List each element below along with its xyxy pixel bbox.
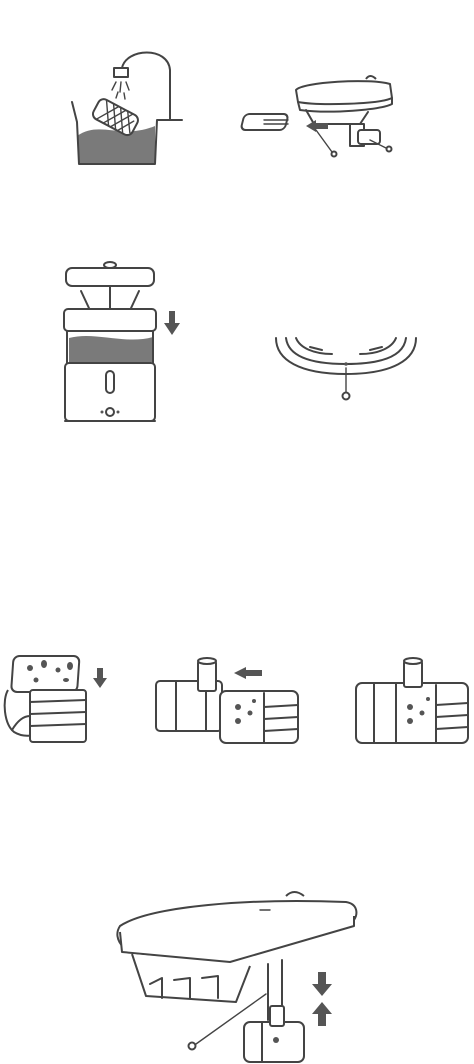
tube-icon xyxy=(267,959,283,1021)
water-spray-icon xyxy=(111,81,130,100)
filter-icon xyxy=(91,98,139,137)
faucet-icon xyxy=(113,51,171,121)
pump-icon xyxy=(349,123,381,147)
pump-reattach-illustration xyxy=(150,655,310,755)
arrow-left-icon xyxy=(234,667,262,679)
pump-install-illustration xyxy=(110,880,370,1064)
arrow-down-icon xyxy=(93,668,107,688)
lid-icon xyxy=(295,75,393,125)
assembled-pump-icon xyxy=(355,657,469,744)
water-tank-icon xyxy=(63,308,157,364)
arrow-left-icon xyxy=(306,120,328,132)
base-icon xyxy=(64,362,156,422)
callout-lines-icon xyxy=(315,129,393,158)
callout-marker-icon xyxy=(341,362,351,401)
filter-tray-icon xyxy=(240,113,289,131)
arrow-down-icon xyxy=(164,311,180,335)
arrows-up-down-icon xyxy=(312,972,332,1026)
pump-cover-icon xyxy=(219,690,299,744)
pump-icon xyxy=(243,1005,305,1063)
callout-line-icon xyxy=(187,993,267,1051)
lid-filter-removal-illustration xyxy=(240,60,410,170)
lid-icon xyxy=(116,891,358,963)
fountain-assembly-illustration xyxy=(55,255,195,435)
pump-assembled-illustration xyxy=(350,655,474,755)
lid-underside-icon xyxy=(131,953,251,1003)
pump-cover-icon xyxy=(11,689,87,743)
basin-icon xyxy=(71,101,183,165)
pump-cover-illustration xyxy=(0,650,110,750)
rinse-filter-illustration xyxy=(60,40,190,170)
lid-underside-illustration xyxy=(270,330,430,410)
motor-unit-icon xyxy=(155,657,223,732)
